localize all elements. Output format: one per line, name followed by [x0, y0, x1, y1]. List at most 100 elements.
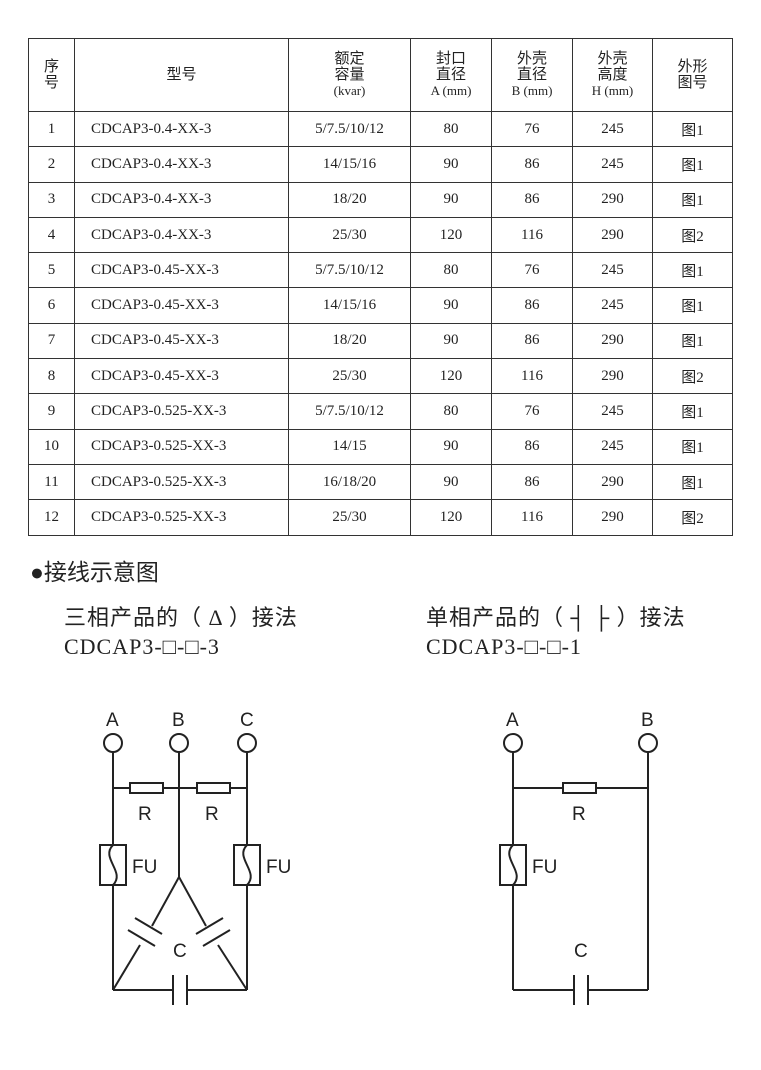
resistor	[562, 782, 597, 794]
fuse-label: FU	[532, 857, 557, 878]
table-cell: 290	[572, 499, 653, 536]
table-cell: 8	[28, 358, 75, 395]
fuse-1-label: FU	[132, 857, 157, 878]
table-cell: 76	[491, 110, 573, 148]
table-cell: 图2	[652, 499, 733, 536]
table-cell: CDCAP3-0.45-XX-3	[74, 287, 289, 324]
terminal-c-label: C	[240, 710, 254, 731]
header-line: 外壳	[516, 51, 547, 67]
table-cell: 116	[491, 216, 573, 254]
terminal-b-label: B	[172, 710, 185, 731]
table-cell: CDCAP3-0.4-XX-3	[74, 181, 289, 218]
single-phase-model: CDCAP3-□-□-1	[426, 634, 582, 659]
table-cell: 14/15	[288, 428, 411, 465]
table-cell: 图1	[652, 110, 733, 148]
table-cell: 25/30	[288, 499, 411, 536]
terminal-b	[169, 733, 189, 753]
column-header: 序号	[28, 38, 75, 112]
table-cell: 86	[491, 322, 573, 360]
resistor-2-label: R	[205, 804, 219, 825]
header-line: 直径	[516, 67, 547, 83]
resistor-1	[129, 782, 164, 794]
header-line: A (mm)	[430, 83, 472, 98]
table-cell: 245	[572, 252, 653, 289]
column-header: 额定容量(kvar)	[288, 38, 411, 112]
three-phase-title: 三相产品的（ Δ ）接法	[64, 605, 298, 630]
terminal-a-label: A	[506, 710, 519, 731]
resistor-1-label: R	[138, 804, 152, 825]
table-cell: 80	[410, 110, 492, 148]
table-cell: 86	[491, 463, 573, 501]
header-line: H (mm)	[591, 83, 634, 98]
section-title: ●接线示意图	[30, 560, 159, 585]
table-cell: 7	[28, 322, 75, 360]
table-cell: 图1	[652, 393, 733, 430]
table-cell: 86	[491, 428, 573, 465]
table-cell: 86	[491, 287, 573, 324]
table-cell: 120	[410, 499, 492, 536]
header-line: B (mm)	[511, 83, 553, 98]
table-cell: 290	[572, 463, 653, 501]
table-cell: 120	[410, 358, 492, 395]
header-line: 图号	[677, 75, 708, 91]
terminal-c	[237, 733, 257, 753]
bottom-capacitor	[113, 975, 247, 1005]
header-line: 外壳	[597, 51, 628, 67]
terminal-b	[638, 733, 658, 753]
delta-lines	[112, 876, 248, 991]
header-line: 封口	[435, 51, 466, 67]
table-cell: 图1	[652, 322, 733, 360]
header-line: 号	[43, 75, 59, 91]
table-cell: 图2	[652, 358, 733, 395]
table-cell: 18/20	[288, 322, 411, 360]
table-cell: 图2	[652, 216, 733, 254]
table-cell: CDCAP3-0.4-XX-3	[74, 146, 289, 183]
header-line: (kvar)	[333, 83, 366, 98]
table-cell: 11	[28, 463, 75, 501]
table-cell: 2	[28, 146, 75, 183]
terminal-a	[103, 733, 123, 753]
capacitor-label: C	[173, 941, 187, 962]
delta-capacitors	[127, 917, 231, 947]
table-cell: 90	[410, 322, 492, 360]
header-line: 直径	[435, 67, 466, 83]
table-cell: 245	[572, 393, 653, 430]
terminal-a	[503, 733, 523, 753]
header-line: 型号	[166, 67, 197, 83]
table-cell: 90	[410, 181, 492, 218]
header-line: 外形	[677, 59, 708, 75]
three-phase-model: CDCAP3-□-□-3	[64, 634, 220, 659]
table-cell: 80	[410, 252, 492, 289]
table-cell: 9	[28, 393, 75, 430]
resistor-label: R	[572, 804, 586, 825]
table-cell: CDCAP3-0.45-XX-3	[74, 252, 289, 289]
table-cell: 76	[491, 393, 573, 430]
terminal-a-label: A	[106, 710, 119, 731]
column-header: 型号	[74, 38, 289, 112]
header-line: 序	[43, 59, 59, 75]
table-cell: 76	[491, 252, 573, 289]
table-cell: CDCAP3-0.45-XX-3	[74, 358, 289, 395]
table-cell: 90	[410, 287, 492, 324]
table-cell: 4	[28, 216, 75, 254]
terminal-b-label: B	[641, 710, 654, 731]
header-line: 额定	[334, 51, 365, 67]
single-phase-title: 单相产品的（ ┤ ├ ）接法	[426, 605, 686, 630]
table-cell: CDCAP3-0.45-XX-3	[74, 322, 289, 360]
table-cell: 图1	[652, 252, 733, 289]
table-cell: 图1	[652, 463, 733, 501]
table-cell: 290	[572, 216, 653, 254]
